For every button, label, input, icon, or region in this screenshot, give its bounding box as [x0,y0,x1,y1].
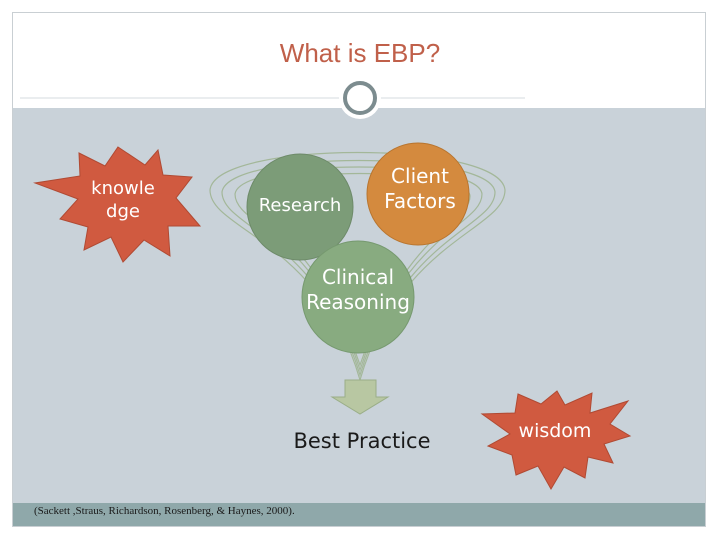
wisdom-label: wisdom [518,420,592,442]
client-factors-circle [366,142,470,246]
research-circle [246,153,354,261]
client-factors-label: Client Factors [384,164,456,213]
best-practice-label: Best Practice [293,429,431,453]
connector-ring-inner [343,81,377,115]
citation: (Sackett ,Straus, Richardson, Rosenberg,… [34,505,295,517]
knowledge-burst [33,146,202,263]
clinical-reasoning-label: Clinical Reasoning [306,265,410,314]
slide-title: What is EBP? [279,38,441,68]
footer-band [13,503,705,526]
wisdom-burst [480,390,632,490]
knowledge-label: knowle dge [91,178,155,222]
clinical-reasoning-circle [301,240,415,354]
down-arrow [330,379,390,415]
research-label: Research [258,195,342,216]
